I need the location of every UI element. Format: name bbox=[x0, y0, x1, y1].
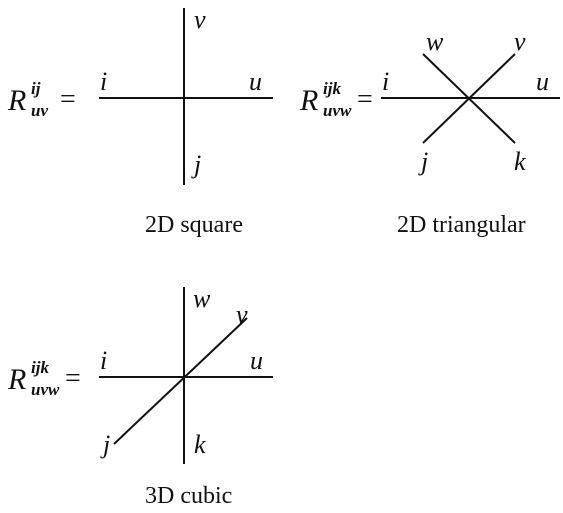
triangular-label-k: k bbox=[514, 147, 526, 176]
square-lhs-sup: ij bbox=[31, 79, 41, 98]
panel-2d-square: R ij uv = i u v j 2D square bbox=[7, 5, 273, 238]
square-label-v: v bbox=[194, 5, 206, 34]
triangular-label-i: i bbox=[382, 67, 389, 96]
cubic-label-i: i bbox=[100, 346, 107, 375]
cubic-label-v: v bbox=[236, 300, 248, 329]
triangular-label-w: w bbox=[426, 27, 444, 56]
cubic-label-u: u bbox=[250, 346, 263, 375]
square-lhs-R: R bbox=[7, 84, 26, 117]
triangular-caption: 2D triangular bbox=[397, 212, 526, 238]
cubic-label-j: j bbox=[100, 430, 110, 459]
cubic-lhs-equals: = bbox=[65, 363, 81, 394]
triangular-lhs-sub: uvw bbox=[323, 101, 352, 120]
triangular-diagonal-j-v bbox=[422, 53, 516, 144]
square-lhs-sub: uv bbox=[31, 101, 48, 120]
panel-3d-cubic: R ijk uvw = i u w v j k 3D cubic bbox=[7, 284, 273, 509]
triangular-lhs-sup: ijk bbox=[323, 79, 341, 98]
square-label-u: u bbox=[249, 67, 262, 96]
cubic-diagonal-line bbox=[113, 317, 248, 445]
cubic-lhs-sub: uvw bbox=[31, 380, 60, 399]
triangular-label-v: v bbox=[514, 27, 526, 56]
cubic-label-w: w bbox=[193, 284, 211, 313]
cubic-lhs-R: R bbox=[7, 363, 26, 396]
cubic-label-k: k bbox=[194, 430, 206, 459]
triangular-lhs-equals: = bbox=[357, 84, 373, 115]
square-lhs-equals: = bbox=[60, 84, 76, 115]
cubic-caption: 3D cubic bbox=[145, 483, 232, 509]
square-caption: 2D square bbox=[145, 212, 243, 238]
cubic-lhs-sup: ijk bbox=[31, 358, 49, 377]
triangular-label-u: u bbox=[536, 67, 549, 96]
square-label-j: j bbox=[191, 150, 201, 179]
square-label-i: i bbox=[100, 67, 107, 96]
panel-2d-triangular: R ijk uvw = i u w v j k 2D triangular bbox=[299, 27, 560, 238]
triangular-label-j: j bbox=[418, 147, 428, 176]
triangular-lhs-R: R bbox=[299, 84, 318, 117]
